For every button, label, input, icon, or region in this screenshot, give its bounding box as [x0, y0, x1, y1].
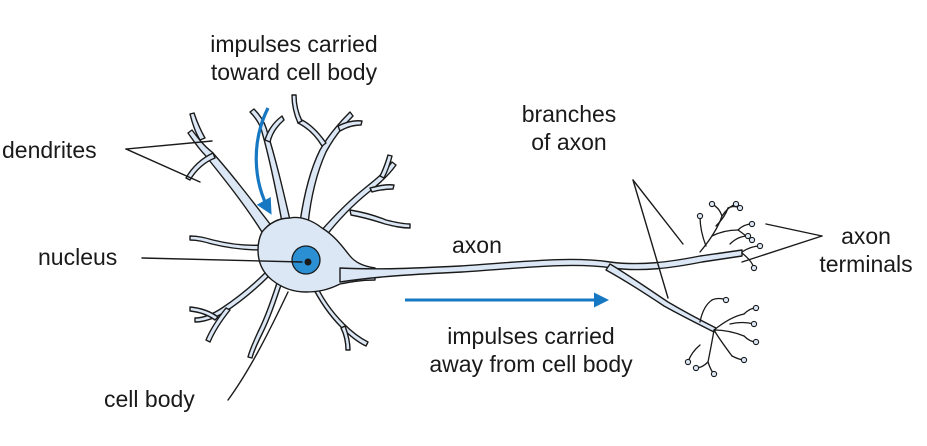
axon-terminals-leader — [765, 223, 823, 237]
axon-terminal-bulbs — [684, 200, 764, 378]
dendrites-shape — [185, 94, 411, 359]
label-impulses-toward: impulses carried toward cell body — [172, 30, 416, 86]
label-axon-terminals-line1: axon — [841, 223, 891, 249]
dendrites-leader — [125, 148, 201, 183]
label-branches-line2: of axon — [531, 129, 607, 155]
branches-leader — [632, 179, 669, 299]
label-nucleus: nucleus — [38, 244, 118, 270]
neuron-shape — [185, 94, 743, 359]
label-impulses-away-line1: impulses carried — [447, 323, 615, 349]
dendrites-leader — [125, 140, 213, 150]
label-dendrites: dendrites — [2, 137, 97, 163]
label-branches-line1: branches — [521, 101, 617, 127]
label-axon: axon — [452, 232, 502, 258]
axon-shape — [339, 249, 743, 283]
label-impulses-toward-line1: impulses carried — [210, 31, 378, 57]
axon-terminals-leader — [741, 235, 823, 263]
label-impulses-toward-line2: toward cell body — [210, 59, 378, 85]
impulse-toward-arrow — [254, 107, 272, 215]
nucleolus-shape — [304, 258, 312, 266]
branches-leader — [632, 179, 684, 245]
label-impulses-away: impulses carried away from cell body — [396, 322, 666, 378]
cell-body-leader — [227, 291, 289, 401]
label-axon-terminals-line2: terminals — [819, 251, 913, 277]
label-impulses-away-line2: away from cell body — [429, 351, 633, 377]
nucleus-leader — [141, 257, 303, 263]
leader-lines — [125, 140, 823, 401]
label-branches-of-axon: branches of axon — [504, 100, 634, 156]
label-cell-body: cell body — [104, 386, 195, 412]
label-axon-terminals: axon terminals — [808, 222, 924, 278]
axon-terminals-shape — [687, 203, 761, 375]
